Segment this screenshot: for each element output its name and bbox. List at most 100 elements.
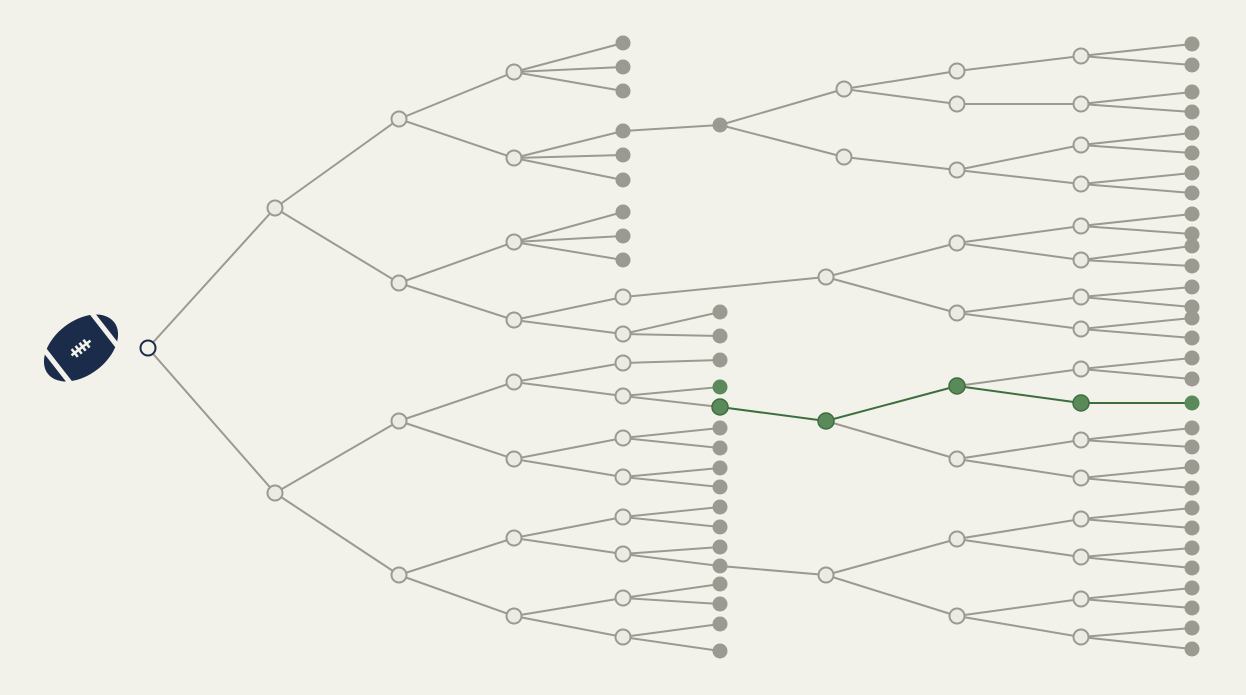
tree-node	[948, 95, 966, 113]
tree-node	[614, 354, 632, 372]
tree-edge	[622, 553, 721, 567]
leaf-node	[712, 420, 728, 436]
leaf-node	[1184, 350, 1200, 366]
tree-edge	[147, 207, 276, 349]
tree-edge	[513, 157, 624, 181]
tree-node	[817, 268, 835, 286]
tree-edge	[398, 71, 515, 120]
tree-node	[948, 62, 966, 80]
tree-node	[505, 529, 523, 547]
tree-edge	[513, 362, 624, 383]
tree-edge	[398, 118, 515, 159]
tree-edge	[1080, 172, 1193, 185]
tree-edge	[1080, 507, 1193, 520]
highlighted-node	[1072, 394, 1090, 412]
tree-edge	[1080, 636, 1193, 650]
highlighted-edge	[825, 385, 958, 422]
leaf-node	[1184, 641, 1200, 657]
tree-edge	[1080, 286, 1193, 298]
tree-edge	[513, 319, 624, 335]
tree-edge	[513, 211, 624, 243]
tree-edge	[398, 282, 515, 321]
tree-edge	[956, 242, 1082, 261]
tree-node	[948, 234, 966, 252]
leaf-node	[712, 328, 728, 344]
tree-edge	[622, 516, 721, 528]
tree-edge	[513, 615, 624, 638]
tree-edge	[622, 359, 721, 364]
tree-edge	[843, 88, 958, 105]
tree-edge	[1080, 547, 1193, 558]
tree-node	[948, 607, 966, 625]
leaf-node	[712, 352, 728, 368]
tree-node	[266, 484, 284, 502]
tree-edge	[513, 537, 624, 555]
tree-node	[614, 589, 632, 607]
leaf-node	[1184, 580, 1200, 596]
tree-edge	[956, 439, 1082, 460]
tree-edge	[1080, 296, 1193, 308]
leaf-node	[615, 228, 631, 244]
tree-edge	[1080, 91, 1193, 105]
leaf-node	[1184, 165, 1200, 181]
tree-edge	[274, 492, 400, 576]
tree-node	[835, 148, 853, 166]
tree-node	[505, 607, 523, 625]
tree-edge	[622, 427, 721, 439]
highlighted-leaf-node	[1184, 395, 1200, 411]
leaf-node	[712, 539, 728, 555]
tree-node	[505, 149, 523, 167]
tree-edge	[622, 506, 721, 518]
leaf-node	[1184, 330, 1200, 346]
tree-edge	[622, 597, 721, 605]
tree-edge	[825, 276, 958, 314]
tree-edge	[1080, 259, 1193, 267]
tree-node	[614, 628, 632, 646]
tree-edge	[398, 537, 515, 576]
tree-edge	[622, 311, 721, 335]
tree-edge	[622, 276, 827, 298]
tree-edge	[1080, 357, 1193, 370]
leaf-node	[712, 558, 728, 574]
tree-edge	[513, 154, 624, 159]
leaf-node	[615, 252, 631, 268]
football-icon	[40, 309, 122, 387]
leaf-node	[1184, 459, 1200, 475]
tree-edge	[622, 467, 721, 478]
leaf-node	[1184, 258, 1200, 274]
tree-edge	[513, 458, 624, 478]
tree-edge	[1080, 103, 1193, 113]
leaf-node	[1184, 57, 1200, 73]
tree-edge	[719, 565, 827, 576]
leaf-node	[1184, 439, 1200, 455]
leaf-node	[1184, 600, 1200, 616]
tree-edge	[274, 420, 400, 494]
leaf-node	[1184, 84, 1200, 100]
tree-edge	[1080, 213, 1193, 227]
leaf-node	[712, 596, 728, 612]
tree-node	[1072, 47, 1090, 65]
tree-edge	[513, 516, 624, 539]
tree-edge	[513, 296, 624, 321]
tree-node	[390, 412, 408, 430]
nodes-layer	[139, 35, 1200, 659]
tree-node	[1072, 95, 1090, 113]
leaf-node	[712, 117, 728, 133]
root-node	[139, 339, 157, 357]
tree-node	[505, 233, 523, 251]
leaf-node	[1184, 520, 1200, 536]
tree-node	[1072, 590, 1090, 608]
tree-edge	[622, 476, 721, 488]
tree-node	[1072, 288, 1090, 306]
tree-edge	[1080, 368, 1193, 380]
tree-edge	[513, 597, 624, 617]
tree-edge	[956, 296, 1082, 314]
leaf-node	[1184, 371, 1200, 387]
tree-edge	[513, 241, 624, 261]
leaf-node	[1184, 620, 1200, 636]
tree-edge	[622, 437, 721, 449]
tree-edge	[843, 156, 958, 171]
tree-node	[266, 199, 284, 217]
